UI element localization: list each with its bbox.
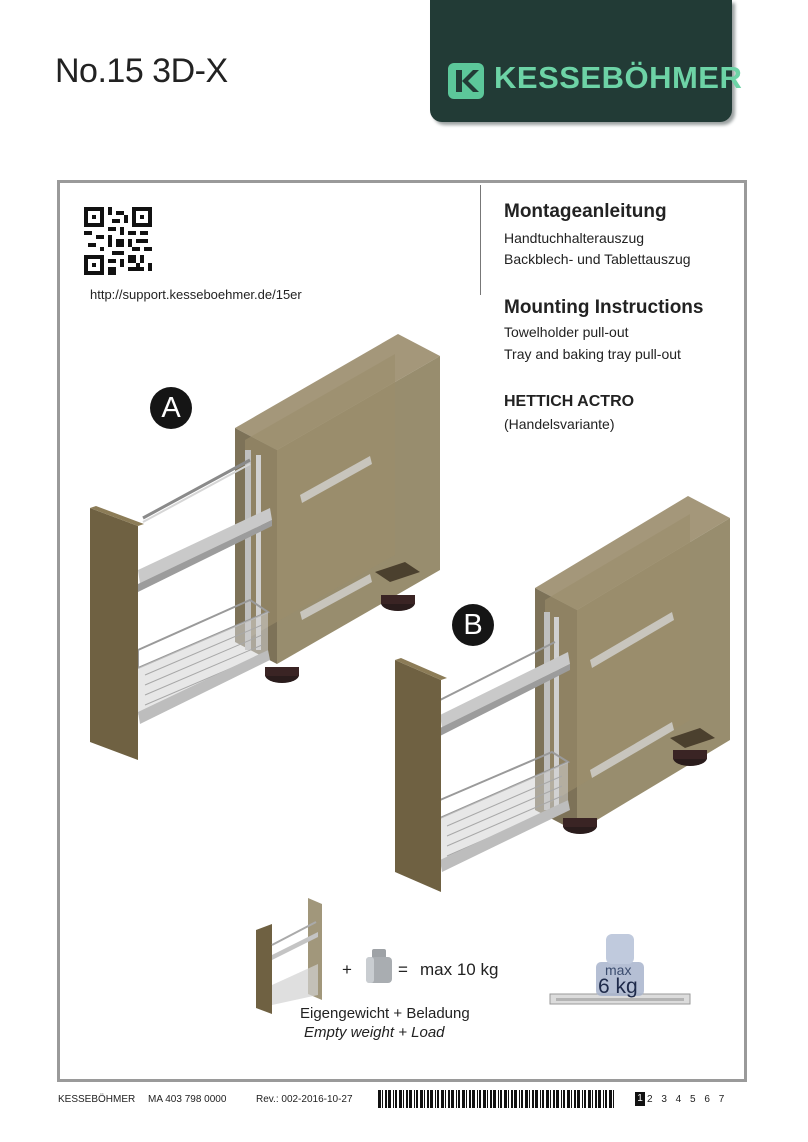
footer-revision: Rev.: 002-2016-10-27	[256, 1094, 353, 1105]
brand-name: KESSEBÖHMER	[494, 60, 743, 95]
variant-b-badge: B	[452, 604, 494, 646]
barcode-icon	[378, 1090, 614, 1108]
variant-a-badge: A	[150, 387, 192, 429]
subtitle-en-1: Towelholder pull-out	[504, 324, 629, 340]
footer-company: KESSEBÖHMER	[58, 1094, 136, 1105]
variant-subtitle: (Handelsvariante)	[504, 416, 615, 432]
caption-de: Eigengewicht + Beladung	[300, 1005, 470, 1022]
page-indicator-others: 2 3 4 5 6 7	[647, 1094, 728, 1105]
subtitle-en-2: Tray and baking tray pull-out	[504, 346, 681, 362]
model-title: No.15 3D-X	[55, 52, 228, 90]
subtitle-de-2: Backblech- und Tablettauszug	[504, 251, 691, 267]
qr-code-icon[interactable]	[84, 207, 152, 275]
max-load-label: max 10 kg	[420, 960, 499, 979]
subtitle-de-1: Handtuchhalterauszug	[504, 230, 645, 246]
brand-header: KESSEBÖHMER	[430, 0, 742, 122]
support-url[interactable]: http://support.kesseboehmer.de/15er	[90, 287, 302, 302]
kesseboehmer-logo-icon	[448, 63, 484, 99]
caption-en: Empty weight + Load	[304, 1024, 445, 1041]
footer-doc-number: MA 403 798 0000	[148, 1094, 227, 1105]
title-en: Mounting Instructions	[504, 297, 704, 318]
header-divider	[480, 185, 481, 295]
content-frame	[57, 180, 747, 1082]
title-de: Montageanleitung	[504, 201, 667, 222]
page-indicator-current: 1	[635, 1092, 645, 1106]
variant-title: HETTICH ACTRO	[504, 393, 635, 410]
weight-kg-label: 6 kg	[598, 975, 638, 998]
plus-sign: +	[342, 960, 352, 979]
equals-sign: =	[398, 960, 408, 979]
weight-max-label: max	[605, 962, 632, 978]
